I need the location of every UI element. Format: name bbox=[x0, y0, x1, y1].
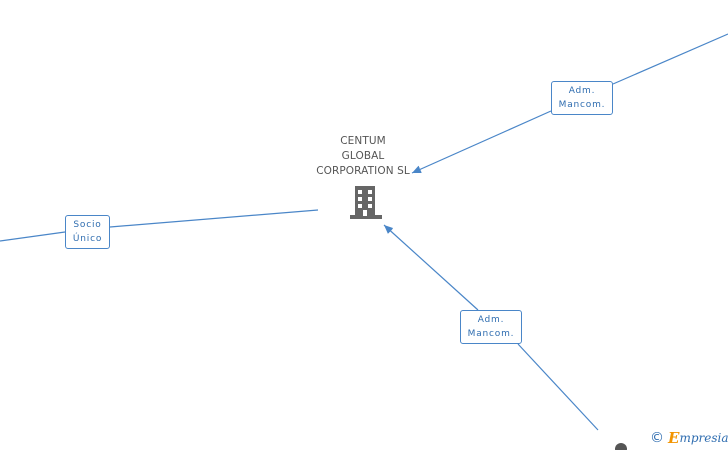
company-name-line-2: GLOBAL bbox=[341, 150, 385, 162]
edge-left-outer bbox=[0, 231, 66, 242]
edge-bottom-inner bbox=[383, 224, 479, 311]
role-box-top[interactable]: Adm. Mancom. bbox=[551, 81, 613, 115]
edge-top-right-outer bbox=[612, 33, 728, 85]
partial-person-node[interactable] bbox=[615, 443, 627, 450]
empresia-watermark: © E mpresia bbox=[650, 429, 728, 447]
role-bottom-line-2: Mancom. bbox=[467, 329, 515, 339]
role-top-line-2: Mancom. bbox=[558, 100, 606, 110]
edge-left-inner bbox=[109, 209, 319, 228]
role-left-line-1: Socio bbox=[73, 220, 102, 230]
role-top-line-1: Adm. bbox=[568, 86, 596, 96]
role-left-line-2: Único bbox=[72, 234, 103, 244]
company-name-line-1: CENTUM bbox=[340, 135, 386, 147]
copyright-icon: © bbox=[650, 430, 664, 446]
edge-top-right-inner bbox=[411, 110, 552, 174]
brand-initial: E bbox=[668, 429, 680, 447]
role-box-left[interactable]: Socio Único bbox=[65, 215, 110, 249]
edge-bottom-outer bbox=[517, 343, 599, 431]
role-box-bottom[interactable]: Adm. Mancom. bbox=[460, 310, 522, 344]
building-icon[interactable] bbox=[349, 184, 383, 220]
brand-name: mpresia bbox=[679, 431, 728, 445]
company-name-label[interactable]: CENTUM GLOBAL CORPORATION SL bbox=[300, 134, 426, 179]
company-name-line-3: CORPORATION SL bbox=[316, 165, 410, 177]
role-bottom-line-1: Adm. bbox=[477, 315, 505, 325]
